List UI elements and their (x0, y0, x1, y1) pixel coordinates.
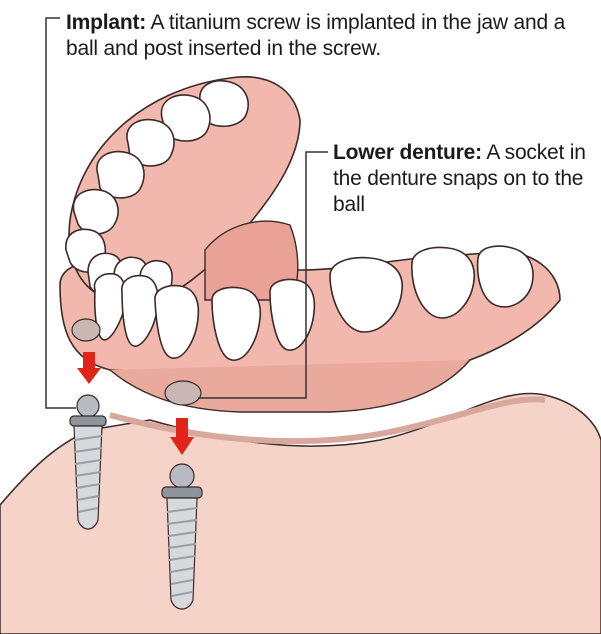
implant-callout-title: Implant: (66, 11, 146, 34)
denture-socket-right (165, 381, 201, 405)
lower-denture-callout: Lower denture: A socket in the denture s… (333, 140, 593, 218)
lower-tooth (478, 246, 533, 307)
ball-abutment-icon (77, 395, 99, 417)
denture-socket-left (72, 319, 100, 341)
titanium-screw-icon (167, 498, 197, 609)
upper-tooth (73, 190, 118, 234)
lower-denture-callout-title: Lower denture: (333, 141, 482, 164)
implant-callout: Implant: A titanium screw is implanted i… (66, 10, 586, 62)
titanium-screw-icon (74, 426, 102, 529)
ball-abutment-icon (170, 464, 194, 488)
